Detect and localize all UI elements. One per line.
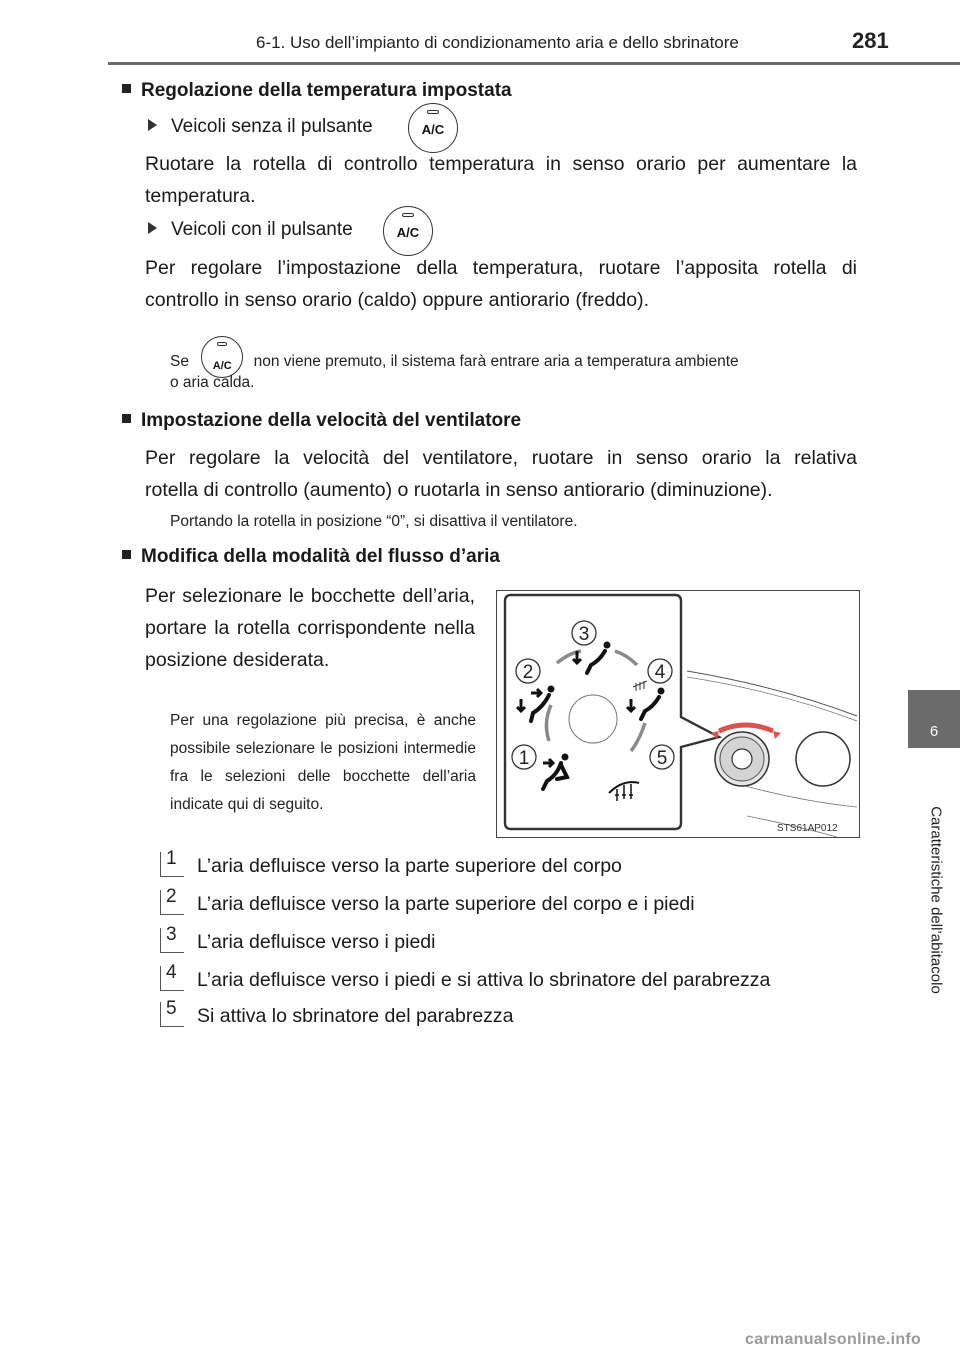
paragraph-fan: Per regolare la velocità del ventilatore… xyxy=(145,442,857,506)
seat-feet-icon xyxy=(571,641,611,675)
svg-text:3: 3 xyxy=(579,624,590,645)
mode-number-4: 4 xyxy=(647,658,673,684)
text-line: Ruotare la rotella di controllo temperat… xyxy=(145,153,857,175)
text-line: Per regolare la velocità del ventilatore… xyxy=(145,447,857,469)
airflow-mode-figure: 3 2 4 1 5 xyxy=(496,590,860,838)
mode-description: L’aria defluisce verso la parte superior… xyxy=(197,855,622,877)
mode-number-2: 2 xyxy=(515,658,541,684)
chapter-title: 6-1. Uso dell’impianto di condizionament… xyxy=(256,33,739,52)
paragraph-temperature-2: Per regolare l’impostazione della temper… xyxy=(145,252,857,316)
header-rule xyxy=(108,62,960,65)
mode-number: 2 xyxy=(166,886,177,907)
mode-number: 4 xyxy=(166,962,177,983)
heading-text: Impostazione della velocità del ventilat… xyxy=(141,410,522,431)
chapter-tab: 6 xyxy=(908,690,960,748)
seat-bilevel-icon xyxy=(515,685,555,723)
mode-number-marker: 1 xyxy=(160,848,184,877)
chapter-side-label-text: Caratteristiche dell’abitacolo xyxy=(927,806,945,994)
note-temperature-line2: o aria calda. xyxy=(170,374,255,391)
mode-description: Si attiva lo sbrinatore del parabrezza xyxy=(197,1005,514,1027)
mode-description: L’aria defluisce verso la parte superior… xyxy=(197,893,695,915)
mode-number-3: 3 xyxy=(571,620,597,646)
ac-button-icon: A/C xyxy=(383,206,433,256)
figure-code: STS61AP012 xyxy=(777,823,838,834)
triangle-bullet-icon xyxy=(148,222,157,234)
page-header: 6-1. Uso dell’impianto di condizionament… xyxy=(0,0,960,66)
adjacent-dial xyxy=(795,731,851,787)
mode-number: 1 xyxy=(166,848,177,869)
section-heading-fan: Impostazione della velocità del ventilat… xyxy=(122,410,521,432)
note-temperature: Se A/C non viene premuto, il sistema far… xyxy=(170,336,739,378)
text-line: rotella di controllo (aumento) o ruotarl… xyxy=(145,479,773,501)
note-text: Se xyxy=(170,353,189,370)
triangle-bullet-icon xyxy=(148,119,157,131)
note-fan: Portando la rotella in posizione “0”, si… xyxy=(170,513,578,530)
mode-number-1: 1 xyxy=(511,744,537,770)
ac-button-icon-label: A/C xyxy=(396,225,420,240)
mode-number: 5 xyxy=(166,998,177,1019)
ac-button-icon: A/C xyxy=(201,336,244,378)
square-bullet-icon xyxy=(122,550,131,559)
svg-text:1: 1 xyxy=(519,748,530,769)
mode-number: 3 xyxy=(166,924,177,945)
subcase-without-button: Veicoli senza il pulsante xyxy=(148,116,373,138)
section-heading-temperature: Regolazione della temperatura impostata xyxy=(122,80,512,102)
mode-number-marker: 5 xyxy=(160,998,184,1027)
mode-dial-knob xyxy=(711,722,781,787)
ac-button-icon: A/C xyxy=(408,103,458,153)
note-text: non viene premuto, il sistema farà entra… xyxy=(253,353,739,370)
paragraph-airflow: Per selezionare le bocchette dell’aria, … xyxy=(145,585,475,671)
svg-text:5: 5 xyxy=(657,748,668,769)
section-heading-airflow: Modifica della modalità del flusso d’ari… xyxy=(122,546,500,568)
mode-description: L’aria defluisce verso i piedi xyxy=(197,931,436,953)
mode-description: L’aria defluisce verso i piedi e si atti… xyxy=(197,969,771,991)
chapter-tab-number: 6 xyxy=(929,723,939,740)
text-line: Per regolare l’impostazione della temper… xyxy=(145,257,857,279)
subcase-with-button: Veicoli con il pulsante xyxy=(148,219,353,241)
heading-text: Regolazione della temperatura impostata xyxy=(141,80,512,101)
subcase-text: Veicoli con il pulsante xyxy=(171,219,353,240)
mode-number-marker: 3 xyxy=(160,924,184,953)
watermark: carmanualsonline.info xyxy=(745,1331,922,1348)
subcase-text: Veicoli senza il pulsante xyxy=(171,116,373,137)
mode-number-marker: 2 xyxy=(160,886,184,915)
ac-button-icon-label: A/C xyxy=(421,122,445,137)
text-line: controllo in senso orario (caldo) oppure… xyxy=(145,289,650,311)
paragraph-temperature-1: Ruotare la rotella di controllo temperat… xyxy=(145,148,857,212)
page-number: 281 xyxy=(852,28,889,53)
mode-number-marker: 4 xyxy=(160,962,184,991)
square-bullet-icon xyxy=(122,84,131,93)
note-airflow: Per una regolazione più precisa, è anche… xyxy=(170,712,476,813)
seat-face-icon xyxy=(541,753,570,791)
ac-button-icon-label: A/C xyxy=(212,360,232,372)
airflow-dial-illustration: 3 2 4 1 5 xyxy=(503,593,858,838)
defrost-icon xyxy=(608,781,640,801)
svg-text:2: 2 xyxy=(523,662,534,683)
mode-number-5: 5 xyxy=(649,744,675,770)
svg-text:4: 4 xyxy=(655,662,666,683)
heading-text: Modifica della modalità del flusso d’ari… xyxy=(141,546,500,567)
text-line: temperatura. xyxy=(145,185,256,207)
seat-feet-defrost-icon xyxy=(625,680,665,721)
square-bullet-icon xyxy=(122,414,131,423)
